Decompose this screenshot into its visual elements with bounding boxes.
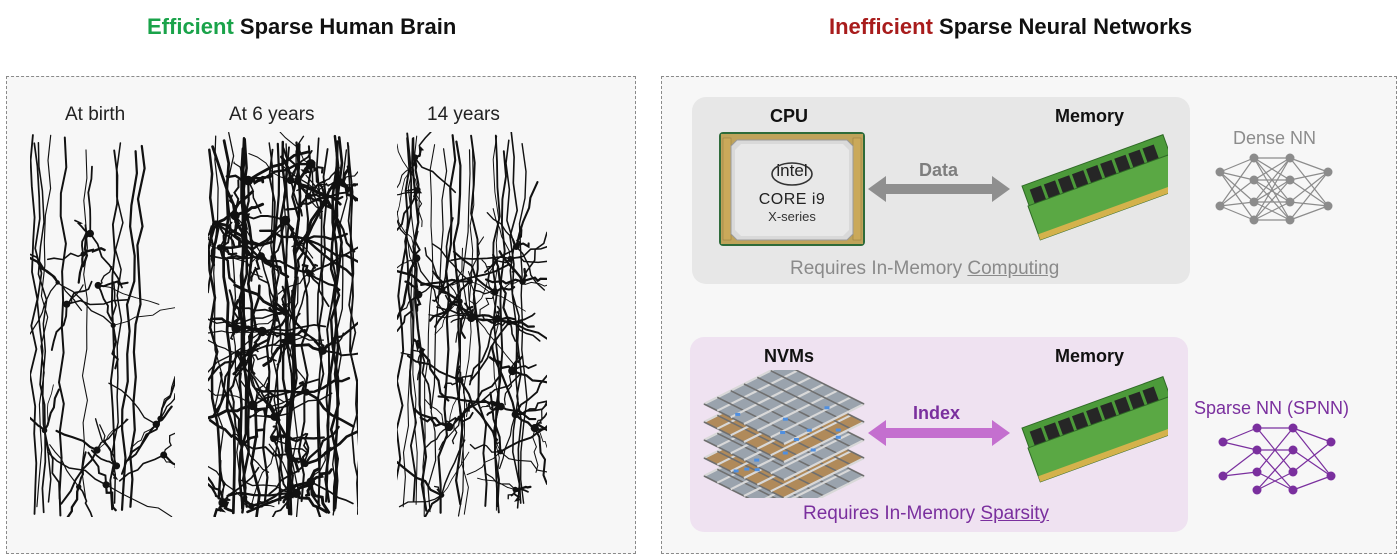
neurons-at-birth [30, 134, 175, 517]
left-title-highlight: Efficient [147, 14, 234, 39]
memory-label-top: Memory [1055, 106, 1125, 126]
sparsity-caption-prefix: Requires In-Memory [803, 503, 981, 524]
nvm-crossbar-stack [703, 370, 865, 498]
cpu-chip [719, 132, 865, 246]
index-arrow-label: Index [913, 403, 961, 423]
computing-caption-underlined: Computing [967, 258, 1060, 279]
right-title-rest: Sparse Neural Networks [932, 14, 1193, 39]
index-arrow [868, 420, 1010, 446]
nvm-label: NVMs [764, 346, 815, 366]
computing-caption: Requires In-Memory Computing [790, 258, 1059, 280]
memory-module-top [1021, 134, 1168, 241]
sparsity-caption-underlined: Sparsity [980, 503, 1050, 524]
age-label-6-years: At 6 years [229, 104, 315, 125]
age-label-birth: At birth [65, 104, 126, 125]
age-label-14-years: 14 years [427, 104, 500, 125]
memory-label-bottom: Memory [1055, 346, 1125, 366]
right-title: Inefficient Sparse Neural Networks [829, 14, 1192, 40]
neurons-6-years [208, 132, 358, 517]
sparse-nn-diagram [1218, 423, 1336, 495]
data-arrow [868, 176, 1010, 202]
sparsity-caption: Requires In-Memory Sparsity [803, 503, 1049, 525]
left-title: Efficient Sparse Human Brain [147, 14, 456, 40]
neurons-14-years [397, 132, 547, 517]
data-arrow-label: Data [919, 160, 959, 180]
right-title-highlight: Inefficient [829, 14, 933, 39]
dense-nn-diagram [1215, 153, 1333, 225]
cpu-label: CPU [770, 106, 809, 126]
memory-module-bottom [1021, 376, 1168, 483]
dense-nn-label: Dense NN [1233, 128, 1317, 148]
left-title-rest: Sparse Human Brain [233, 14, 457, 39]
computing-caption-prefix: Requires In-Memory [790, 258, 968, 279]
sparse-nn-label: Sparse NN (SPNN) [1194, 398, 1350, 418]
